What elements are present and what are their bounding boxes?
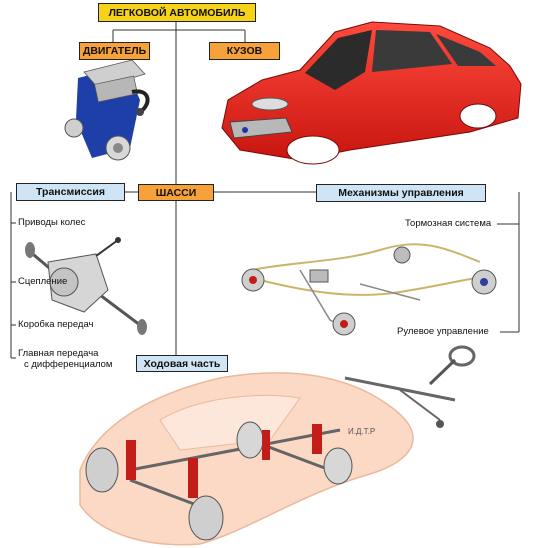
body-box: КУЗОВ <box>209 42 280 60</box>
engine-illustration <box>64 59 150 161</box>
brake-system-illustration <box>241 243 497 336</box>
label-gearbox: Коробка передач <box>18 319 94 330</box>
label-clutch: Сцепление <box>18 276 68 287</box>
transmission-box: Трансмиссия <box>16 183 125 201</box>
connector-lines <box>10 22 520 359</box>
transmission-illustration <box>25 237 147 335</box>
label-steering: Рулевое управление <box>397 326 489 337</box>
label-brake-system: Тормозная система <box>405 218 492 229</box>
chassis-box: ШАССИ <box>138 184 214 201</box>
running-gear-box: Ходовая часть <box>136 355 228 372</box>
label-drive-shafts: Приводы колес <box>18 217 86 228</box>
title-box: ЛЕГКОВОЙ АВТОМОБИЛЬ <box>98 3 256 22</box>
running-gear-illustration: И.Д.Т.Р <box>79 372 414 546</box>
steering-illustration <box>344 345 476 428</box>
engine-box: ДВИГАТЕЛЬ <box>79 42 150 60</box>
label-final-drive: Главная передача <box>18 348 99 359</box>
label-differential: с дифференциалом <box>24 359 113 370</box>
controls-box: Механизмы управления <box>316 184 486 202</box>
watermark-text: И.Д.Т.Р <box>348 427 375 436</box>
red-car-illustration <box>221 21 522 165</box>
